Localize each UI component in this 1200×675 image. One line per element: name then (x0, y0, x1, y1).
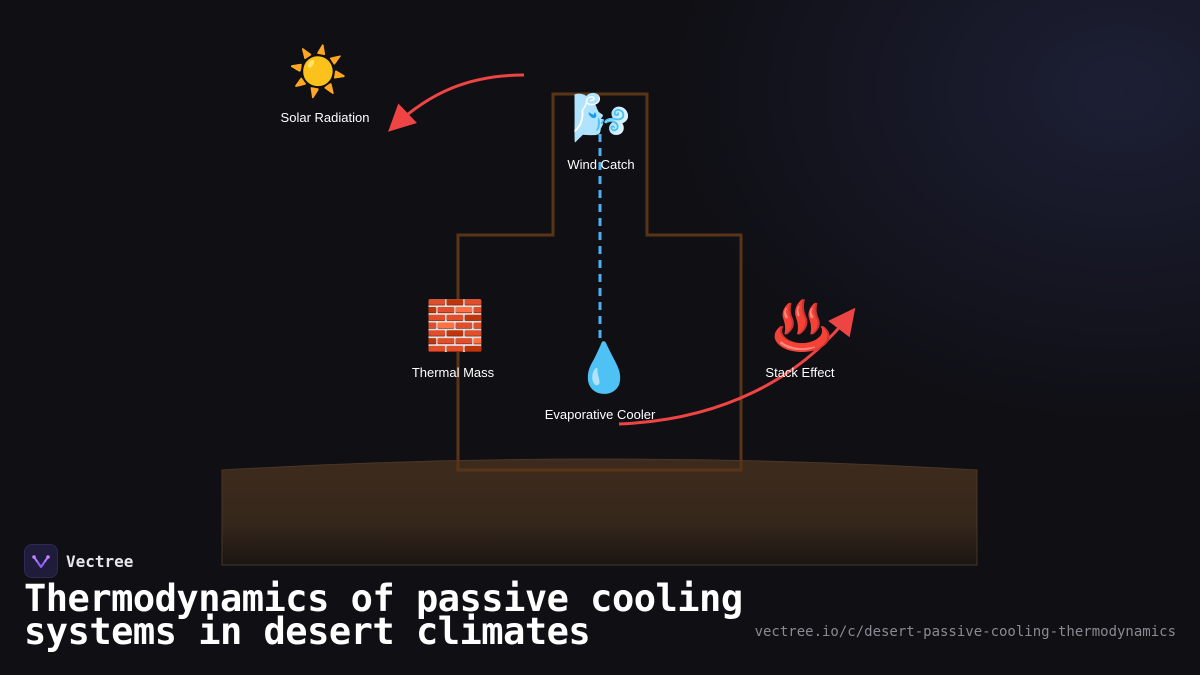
brand: Vectree (24, 544, 133, 578)
stack-heat-arrow (618, 307, 856, 426)
thermal-mass-label: Thermal Mass (412, 365, 495, 380)
solar-radiation-label: Solar Radiation (281, 110, 370, 125)
page-title: Thermodynamics of passive cooling system… (24, 577, 743, 653)
hot-springs-icon: ♨️ (772, 298, 832, 354)
vectree-logo-icon (24, 544, 58, 578)
droplet-icon: 💧 (574, 340, 634, 396)
node-wind-catch: 🌬️ Wind Catch (567, 90, 634, 172)
node-evaporative-cooler: 💧 Evaporative Cooler (545, 340, 656, 422)
brand-name: Vectree (66, 551, 134, 571)
ground (221, 458, 978, 566)
sun-icon: ☀️ (288, 43, 348, 100)
node-solar-radiation: ☀️ Solar Radiation (281, 43, 370, 125)
solar-heat-arrow (388, 73, 525, 132)
building-outline (456, 92, 743, 472)
evaporative-cooler-label: Evaporative Cooler (545, 407, 656, 422)
stack-effect-label: Stack Effect (765, 365, 835, 380)
source-url[interactable]: vectree.io/c/desert-passive-cooling-ther… (754, 624, 1176, 640)
node-stack-effect: ♨️ Stack Effect (765, 298, 835, 380)
node-thermal-mass: 🧱 Thermal Mass (412, 298, 495, 380)
wind-catch-label: Wind Catch (567, 157, 634, 172)
brick-icon: 🧱 (425, 298, 485, 354)
wind-face-icon: 🌬️ (571, 90, 631, 146)
